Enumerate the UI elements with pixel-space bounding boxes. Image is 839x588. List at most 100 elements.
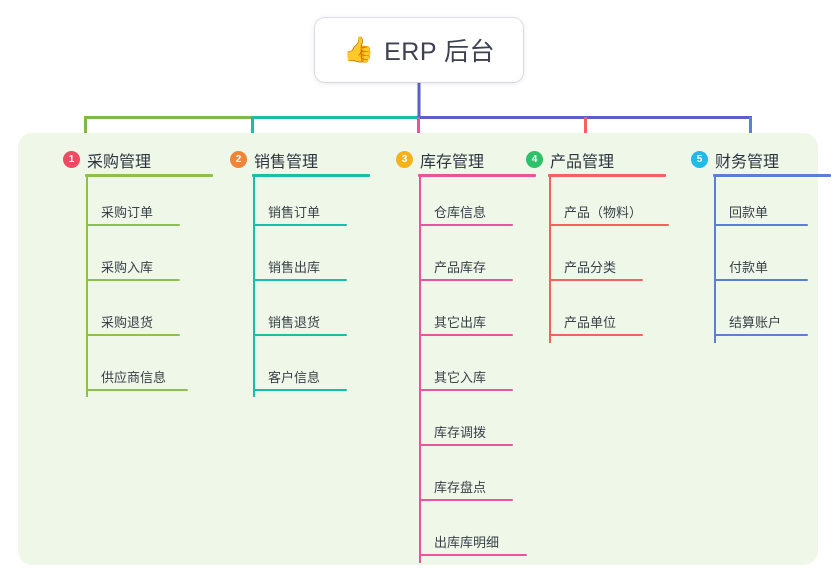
item-label: 供应商信息 <box>101 370 167 385</box>
item-label: 采购订单 <box>101 205 154 220</box>
item-rule <box>419 389 513 391</box>
column-spine-3 <box>419 177 421 563</box>
list-item[interactable]: 仓库信息 <box>396 177 556 232</box>
item-rule <box>549 334 643 336</box>
item-rule <box>419 444 513 446</box>
item-rule <box>253 389 347 391</box>
column-badge-5: 5 <box>691 151 708 168</box>
list-item[interactable]: 库存盘点 <box>396 452 556 507</box>
root-node[interactable]: 👍 ERP 后台 <box>315 18 523 82</box>
column-finance: 5 财务管理 回款单 付款单 结算账户 <box>691 133 839 343</box>
column-badge-4: 4 <box>526 151 543 168</box>
column-header-5[interactable]: 5 财务管理 <box>691 133 839 177</box>
thumbs-up-icon: 👍 <box>342 35 375 64</box>
column-inventory: 3 库存管理 仓库信息 产品库存 其它出库 其它入库 <box>396 133 556 563</box>
item-label: 销售订单 <box>268 205 321 220</box>
column-purchasing: 1 采购管理 采购订单 采购入库 采购退货 供应商信息 <box>63 133 223 397</box>
root-title: ERP 后台 <box>384 38 496 66</box>
list-item[interactable]: 采购退货 <box>63 287 223 342</box>
column-sales: 2 销售管理 销售订单 销售出库 销售退货 客户信息 <box>230 133 390 397</box>
item-rule <box>419 554 527 556</box>
column-rule-3 <box>418 174 536 177</box>
item-rule <box>419 224 513 226</box>
item-label: 销售退货 <box>268 315 321 330</box>
item-label: 产品单位 <box>564 315 617 330</box>
columns-container: 1 采购管理 采购订单 采购入库 采购退货 供应商信息 <box>18 133 831 565</box>
column-badge-1: 1 <box>63 151 80 168</box>
item-label: 仓库信息 <box>434 205 487 220</box>
item-label: 出库库明细 <box>434 535 500 550</box>
list-item[interactable]: 回款单 <box>691 177 839 232</box>
item-label: 采购退货 <box>101 315 154 330</box>
item-rule <box>86 334 180 336</box>
list-item[interactable]: 供应商信息 <box>63 342 223 397</box>
column-rule-2 <box>252 174 370 177</box>
item-label: 客户信息 <box>268 370 321 385</box>
item-label: 采购入库 <box>101 260 154 275</box>
column-header-2[interactable]: 2 销售管理 <box>230 133 390 177</box>
column-items-5: 回款单 付款单 结算账户 <box>691 177 839 342</box>
column-product: 4 产品管理 产品（物料） 产品分类 产品单位 <box>526 133 686 343</box>
item-label: 库存盘点 <box>434 480 487 495</box>
column-rule-5 <box>713 174 831 177</box>
list-item[interactable]: 产品库存 <box>396 232 556 287</box>
item-rule <box>86 389 188 391</box>
list-item[interactable]: 其它入库 <box>396 342 556 397</box>
item-rule <box>253 279 347 281</box>
list-item[interactable]: 产品分类 <box>526 232 686 287</box>
column-rule-1 <box>85 174 213 177</box>
diagram-panel <box>18 133 818 565</box>
column-title-4: 产品管理 <box>550 153 615 171</box>
column-header-4[interactable]: 4 产品管理 <box>526 133 686 177</box>
column-header-1[interactable]: 1 采购管理 <box>63 133 223 177</box>
column-badge-2: 2 <box>230 151 247 168</box>
item-rule <box>253 224 347 226</box>
item-rule <box>714 224 808 226</box>
column-items-4: 产品（物料） 产品分类 产品单位 <box>526 177 686 342</box>
item-label: 销售出库 <box>268 260 321 275</box>
column-items-2: 销售订单 销售出库 销售退货 客户信息 <box>230 177 390 397</box>
item-rule <box>419 279 513 281</box>
list-item[interactable]: 销售退货 <box>230 287 390 342</box>
item-rule <box>86 224 180 226</box>
column-rule-4 <box>548 174 666 177</box>
item-rule <box>549 279 643 281</box>
column-title-3: 库存管理 <box>420 153 485 171</box>
item-rule <box>549 224 669 226</box>
column-spine-4 <box>549 177 551 343</box>
item-label: 产品分类 <box>564 260 617 275</box>
list-item[interactable]: 库存调拨 <box>396 397 556 452</box>
list-item[interactable]: 销售出库 <box>230 232 390 287</box>
list-item[interactable]: 出库库明细 <box>396 507 556 562</box>
item-rule <box>714 279 808 281</box>
column-spine-2 <box>253 177 255 397</box>
column-items-3: 仓库信息 产品库存 其它出库 其它入库 库存调拨 <box>396 177 556 562</box>
list-item[interactable]: 采购入库 <box>63 232 223 287</box>
list-item[interactable]: 客户信息 <box>230 342 390 397</box>
item-label: 其它入库 <box>434 370 487 385</box>
column-title-1: 采购管理 <box>87 153 152 171</box>
list-item[interactable]: 产品（物料） <box>526 177 686 232</box>
list-item[interactable]: 销售订单 <box>230 177 390 232</box>
list-item[interactable]: 采购订单 <box>63 177 223 232</box>
item-label: 其它出库 <box>434 315 487 330</box>
column-spine-1 <box>86 177 88 397</box>
item-rule <box>419 334 513 336</box>
column-title-2: 销售管理 <box>254 153 319 171</box>
column-items-1: 采购订单 采购入库 采购退货 供应商信息 <box>63 177 223 397</box>
list-item[interactable]: 付款单 <box>691 232 839 287</box>
item-label: 库存调拨 <box>434 425 487 440</box>
list-item[interactable]: 产品单位 <box>526 287 686 342</box>
list-item[interactable]: 其它出库 <box>396 287 556 342</box>
list-item[interactable]: 结算账户 <box>691 287 839 342</box>
item-label: 产品（物料） <box>564 205 643 220</box>
item-label: 付款单 <box>729 260 769 275</box>
item-label: 结算账户 <box>729 315 782 330</box>
column-title-5: 财务管理 <box>715 153 780 171</box>
column-header-3[interactable]: 3 库存管理 <box>396 133 556 177</box>
item-rule <box>253 334 347 336</box>
column-spine-5 <box>714 177 716 343</box>
column-badge-3: 3 <box>396 151 413 168</box>
item-label: 产品库存 <box>434 260 487 275</box>
